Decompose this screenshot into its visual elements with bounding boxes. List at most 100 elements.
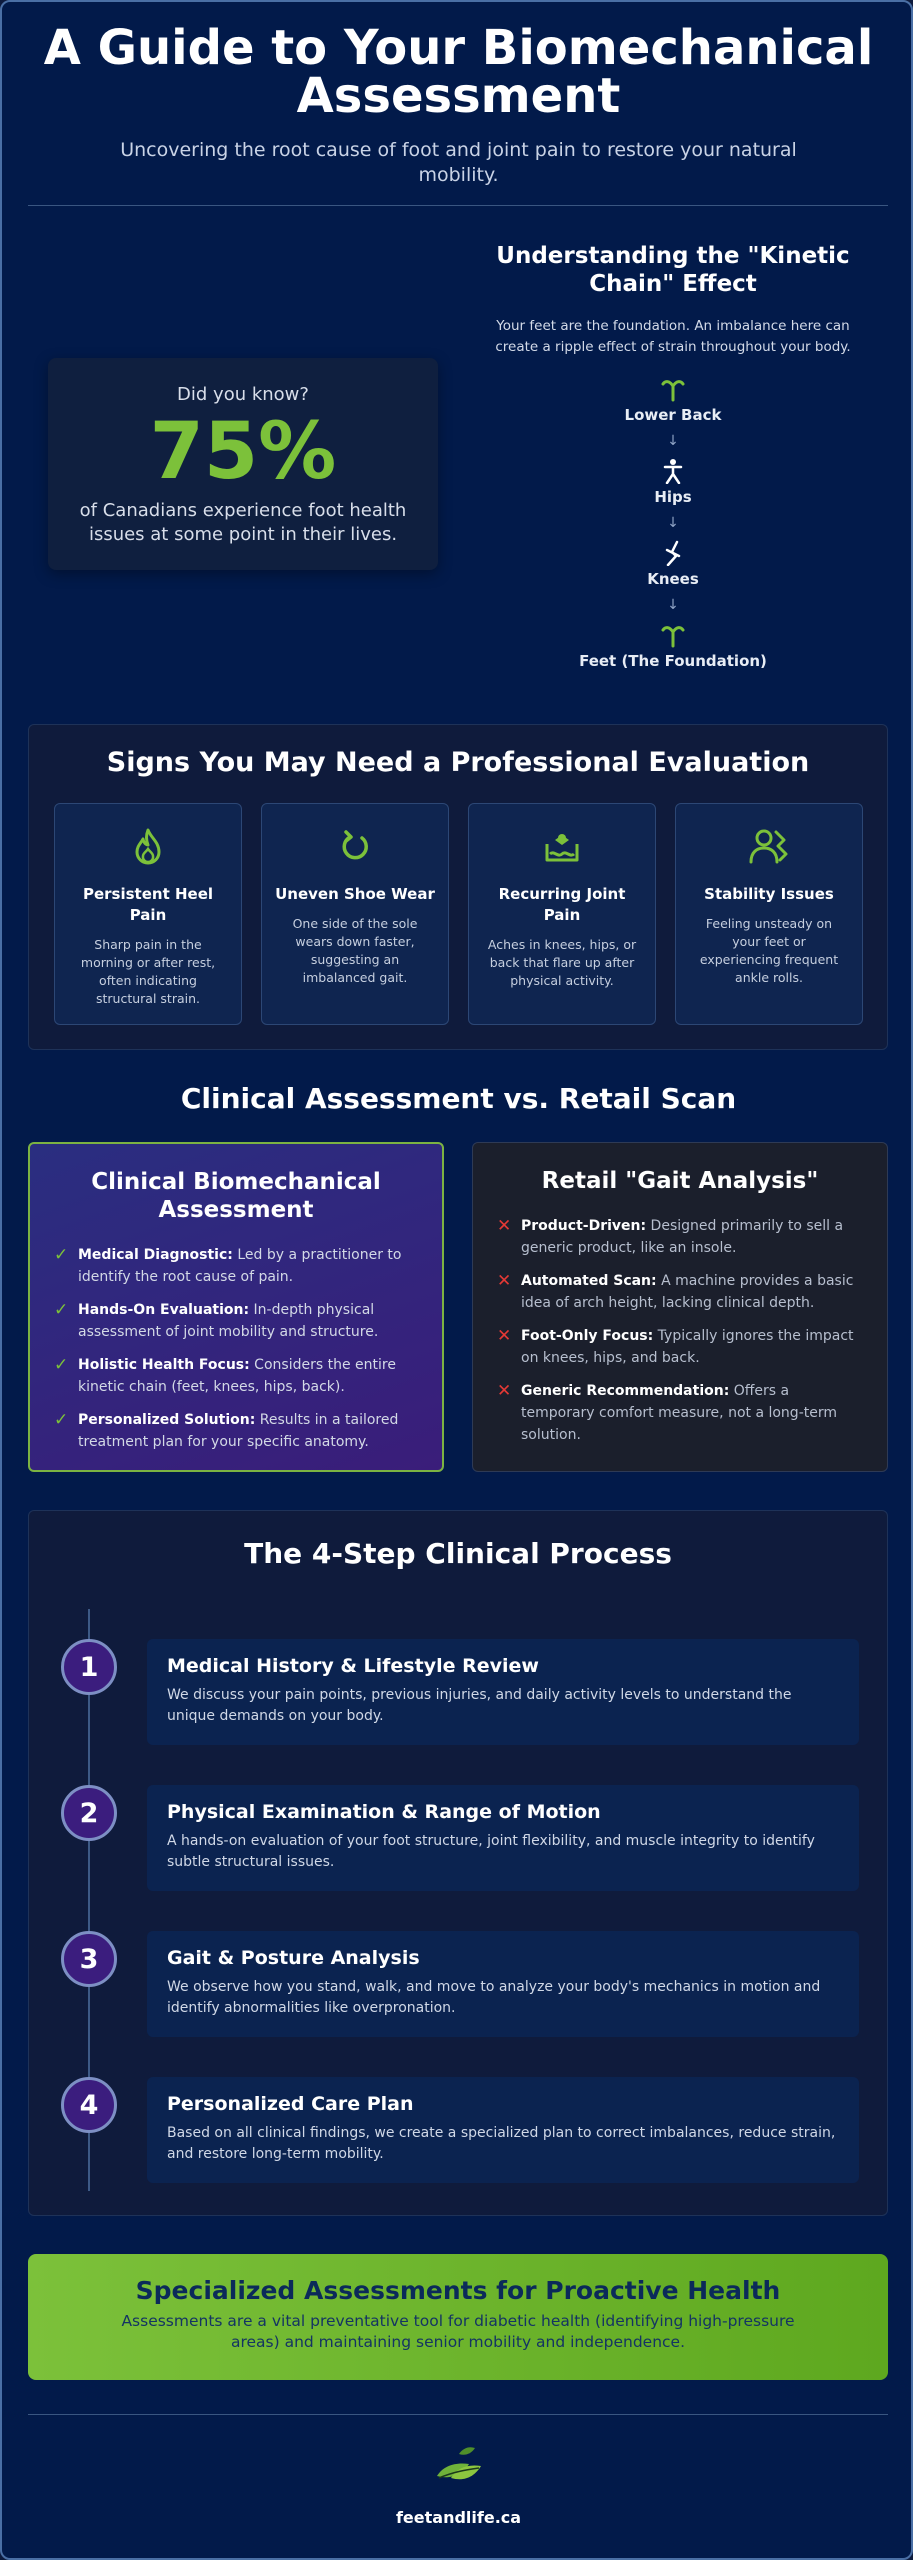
stat-card: Did you know? 75% of Canadians experienc… — [48, 358, 438, 570]
page-subtitle: Uncovering the root cause of foot and jo… — [120, 139, 797, 186]
kinetic-title: Understanding the "Kinetic Chain" Effect — [496, 243, 850, 297]
retail-title: Retail "Gait Analysis" — [541, 1168, 819, 1194]
x-icon: ✕ — [497, 1216, 512, 1236]
kinetic-chain: Lower Back ↓ Hips ↓ Knees ↓ — [478, 376, 868, 670]
spine-icon — [661, 380, 685, 402]
process-title: The 4-Step Clinical Process — [244, 1537, 672, 1570]
divider — [28, 2414, 888, 2415]
stat-question: Did you know? — [177, 384, 309, 405]
item-bold: Generic Recommendation: — [521, 1383, 730, 1399]
arrow-down-icon: ↓ — [667, 515, 679, 531]
step-description: Based on all clinical findings, we creat… — [167, 2125, 836, 2162]
step-title: Physical Examination & Range of Motion — [167, 1801, 601, 1823]
item-bold: Hands-On Evaluation: — [78, 1302, 250, 1318]
item-text: Designed primarily to sell a generic pro… — [521, 1218, 844, 1256]
sign-description: One side of the sole wears down faster, … — [292, 916, 418, 985]
leaf-logo-icon — [436, 2447, 481, 2480]
banner-title: Specialized Assessments for Proactive He… — [135, 2276, 781, 2305]
list-item: ✕Automated Scan: A machine provides a ba… — [497, 1270, 865, 1314]
sign-title: Recurring Joint Pain — [498, 885, 626, 924]
footer-website[interactable]: feetandlife.ca — [395, 2508, 522, 2527]
sign-title: Uneven Shoe Wear — [275, 885, 435, 903]
rotate-icon — [342, 830, 368, 860]
person-icon — [663, 459, 683, 484]
item-text: Offers a temporary comfort measure, not … — [521, 1383, 837, 1443]
chain-item-hips: Hips — [478, 458, 868, 506]
foot-icon — [661, 626, 685, 648]
step-card: Medical History & Lifestyle Review We di… — [147, 1639, 859, 1745]
page-title: A Guide to Your Biomechanical Assessment — [43, 20, 874, 124]
chain-item-feet: Feet (The Foundation) — [478, 622, 868, 670]
banner-text: Assessments are a vital preventative too… — [121, 2312, 795, 2351]
list-item: ✓Holistic Health Focus: Considers the en… — [54, 1354, 420, 1398]
step-card: Physical Examination & Range of Motion A… — [147, 1785, 859, 1891]
list-item: ✓ Medical Diagnostic: Led by a practition… — [54, 1244, 420, 1288]
item-text: Typically ignores the impact on knees, h… — [521, 1328, 854, 1366]
check-icon: ✓ — [54, 1410, 69, 1430]
arrow-down-icon: ↓ — [667, 597, 679, 613]
step-description: We observe how you stand, walk, and move… — [167, 1979, 821, 2016]
chain-label: Knees — [647, 570, 699, 588]
users-icon — [749, 829, 788, 864]
comparison-title: Clinical Assessment vs. Retail Scan — [180, 1082, 737, 1115]
retail-card: Retail "Gait Analysis" ✕ Product-Driven: … — [472, 1142, 888, 1472]
item-bold: Product-Driven: — [521, 1218, 647, 1234]
step-card: Gait & Posture Analysis We observe how y… — [147, 1931, 859, 2037]
signs-section: Signs You May Need a Professional Evalua… — [28, 724, 888, 1050]
kinetic-chain-section: Understanding the "Kinetic Chain" Effect… — [478, 242, 868, 670]
signs-title: Signs You May Need a Professional Evalua… — [106, 747, 810, 778]
check-icon: ✓ — [54, 1300, 69, 1320]
step-title: Gait & Posture Analysis — [167, 1947, 420, 1969]
sign-card-joint-pain: Recurring Joint Pain Aches in knees, hip… — [468, 803, 656, 1025]
step-description: We discuss your pain points, previous in… — [167, 1687, 792, 1724]
sign-title: Stability Issues — [704, 885, 834, 903]
list-item: ✓ Personalized Solution: Results in a tai… — [54, 1409, 420, 1453]
proactive-health-banner: Specialized Assessments for Proactive He… — [28, 2254, 888, 2380]
chain-item-knees: Knees — [478, 540, 868, 588]
x-icon: ✕ — [497, 1326, 512, 1346]
step-number: 2 — [61, 1785, 117, 1841]
step-number: 1 — [61, 1639, 117, 1695]
step-description: A hands-on evaluation of your foot struc… — [167, 1833, 815, 1870]
check-icon: ✓ — [54, 1245, 69, 1265]
header: A Guide to Your Biomechanical Assessment… — [2, 20, 911, 188]
item-bold: Personalized Solution: — [78, 1412, 256, 1428]
chain-label: Feet (The Foundation) — [579, 652, 767, 670]
x-icon: ✕ — [497, 1381, 512, 1401]
sign-card-heel-pain: Persistent Heel Pain Sharp pain in the m… — [54, 803, 242, 1025]
kinetic-description: Your feet are the foundation. An imbalan… — [495, 318, 851, 355]
item-text: A machine provides a basic idea of arch … — [521, 1273, 854, 1311]
list-item: ✕ Foot-Only Focus: Typically ignores the … — [497, 1325, 865, 1369]
step-title: Personalized Care Plan — [167, 2093, 414, 2115]
sign-title: Persistent Heel Pain — [82, 885, 214, 924]
item-text: Led by a practitioner to identify the ro… — [78, 1247, 402, 1285]
clinical-title: Clinical Biomechanical Assessment — [91, 1169, 381, 1223]
sign-card-shoe-wear: Uneven Shoe Wear One side of the sole we… — [261, 803, 449, 1025]
clinical-card: Clinical Biomechanical Assessment ✓ Medic… — [28, 1142, 444, 1472]
item-text: In-depth physical assessment of joint mo… — [78, 1302, 379, 1340]
list-item: ✕ Generic Recommendation: Offers a tempor… — [497, 1380, 865, 1446]
footer: feetandlife.ca — [2, 2434, 911, 2527]
step-number: 3 — [61, 1931, 117, 1987]
item-bold: Foot-Only Focus: — [521, 1328, 654, 1344]
chain-label: Lower Back — [624, 406, 722, 424]
sign-description: Sharp pain in the morning or after rest,… — [80, 937, 216, 1006]
chain-label: Hips — [654, 488, 692, 506]
retail-list: ✕ Product-Driven: Designed primarily to s… — [497, 1215, 865, 1446]
check-icon: ✓ — [54, 1355, 69, 1375]
sign-description: Feeling unsteady on your feet or experie… — [699, 916, 839, 985]
step-title: Medical History & Lifestyle Review — [167, 1655, 539, 1677]
flame-icon — [135, 828, 161, 865]
chain-item-lower-back: Lower Back — [478, 376, 868, 424]
joint-icon — [545, 834, 579, 862]
stat-value: 75% — [149, 407, 337, 497]
clinical-list: ✓ Medical Diagnostic: Led by a practition… — [54, 1244, 420, 1453]
arrow-down-icon: ↓ — [667, 433, 679, 449]
item-bold: Medical Diagnostic: — [78, 1247, 233, 1263]
process-section: The 4-Step Clinical Process 1 Medical Hi… — [28, 1510, 888, 2216]
step-number: 4 — [61, 2077, 117, 2133]
item-bold: Holistic Health Focus: — [78, 1357, 250, 1373]
item-text: Results in a tailored treatment plan for… — [78, 1412, 399, 1450]
stat-description: of Canadians experience foot health issu… — [79, 500, 407, 545]
